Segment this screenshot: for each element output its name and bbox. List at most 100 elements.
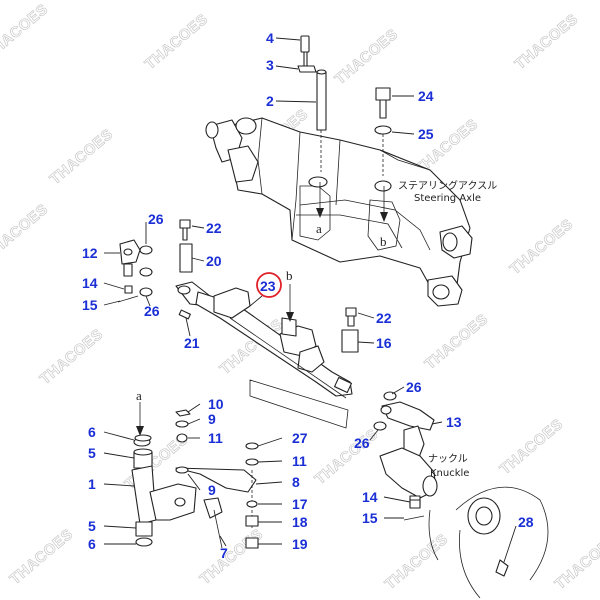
watermark: THACOES bbox=[382, 531, 452, 593]
steering-axle-jp-label: ステアリングアクスル bbox=[398, 179, 497, 192]
watermark: THACOES bbox=[197, 526, 267, 588]
callout-26-upper[interactable]: 26 bbox=[148, 211, 164, 227]
knuckle-assembly bbox=[379, 425, 549, 599]
washer-part-11b bbox=[245, 458, 259, 466]
joint-part-13 bbox=[381, 401, 435, 431]
callout-5-upper[interactable]: 5 bbox=[88, 445, 96, 461]
ref-letter-a-axle: a bbox=[316, 221, 322, 236]
pin-part-2 bbox=[316, 71, 327, 131]
pin-part-20 bbox=[179, 243, 193, 273]
watermark: THACOES bbox=[422, 311, 492, 373]
callout-25[interactable]: 25 bbox=[418, 126, 434, 142]
ref-letter-a-lower: a bbox=[136, 388, 142, 403]
bolt-part-28 bbox=[495, 559, 509, 577]
steering-axle: a b bbox=[205, 117, 473, 307]
right-joint-hardware bbox=[341, 307, 435, 431]
callout-28[interactable]: 28 bbox=[518, 514, 534, 530]
bolt-part-4 bbox=[300, 35, 310, 53]
washer-part-3 bbox=[297, 65, 317, 73]
callout-24[interactable]: 24 bbox=[418, 88, 434, 104]
callout-21[interactable]: 21 bbox=[184, 335, 200, 351]
callout-15-left[interactable]: 15 bbox=[82, 297, 98, 313]
washer-part-25 bbox=[374, 125, 392, 135]
left-joint-hardware bbox=[117, 219, 193, 320]
watermark: THACOES bbox=[552, 531, 600, 593]
callout-1[interactable]: 1 bbox=[88, 476, 96, 492]
nut-part-18 bbox=[245, 515, 259, 527]
top-hardware bbox=[297, 35, 392, 176]
nut-part-14b bbox=[409, 499, 421, 509]
callout-26-left[interactable]: 26 bbox=[144, 303, 160, 319]
ring-part-27 bbox=[245, 442, 259, 450]
watermark: THACOES bbox=[0, 1, 51, 63]
callout-23[interactable]: 23 bbox=[260, 278, 276, 294]
ring-part-6a bbox=[134, 434, 152, 442]
callout-9-upper[interactable]: 9 bbox=[208, 411, 216, 427]
bolt-part-22a bbox=[179, 219, 191, 229]
callout-7[interactable]: 7 bbox=[220, 545, 228, 561]
watermark: THACOES bbox=[37, 326, 107, 388]
ref-letter-b-cylinder: b bbox=[286, 268, 293, 283]
callout-27[interactable]: 27 bbox=[292, 430, 308, 446]
ring-part-10 bbox=[175, 409, 191, 417]
callout-26-lower[interactable]: 26 bbox=[354, 435, 370, 451]
bolt-part-22b bbox=[345, 307, 357, 317]
steering-cylinder-part-23 bbox=[175, 281, 353, 399]
steering-axle-en-label: Steering Axle bbox=[414, 193, 481, 204]
callout-14-right[interactable]: 14 bbox=[362, 489, 378, 505]
washer-part-17 bbox=[246, 500, 258, 508]
watermark: THACOES bbox=[47, 126, 117, 188]
watermark: THACOES bbox=[332, 26, 402, 88]
callout-3[interactable]: 3 bbox=[266, 57, 274, 73]
watermark: THACOES bbox=[7, 526, 77, 588]
callout-19[interactable]: 19 bbox=[292, 536, 308, 552]
callout-6-lower[interactable]: 6 bbox=[88, 536, 96, 552]
bolt-part-24 bbox=[375, 87, 391, 101]
watermark: THACOES bbox=[0, 201, 51, 263]
callout-13[interactable]: 13 bbox=[446, 414, 462, 430]
callout-5-lower[interactable]: 5 bbox=[88, 518, 96, 534]
callout-17[interactable]: 17 bbox=[292, 496, 308, 512]
pin-part-16 bbox=[341, 329, 359, 353]
callout-12[interactable]: 12 bbox=[82, 245, 98, 261]
ref-letter-b-axle: b bbox=[380, 234, 387, 249]
watermark: THACOES bbox=[512, 11, 582, 73]
washer-part-9a bbox=[175, 420, 189, 428]
lower-arm-hardware: a bbox=[131, 388, 259, 549]
callout-22-right[interactable]: 22 bbox=[376, 310, 392, 326]
highlight-circle-part-23 bbox=[256, 272, 282, 298]
callout-26-right[interactable]: 26 bbox=[406, 379, 422, 395]
callout-8[interactable]: 8 bbox=[292, 474, 300, 490]
callout-15-right[interactable]: 15 bbox=[362, 510, 378, 526]
callout-9-lower[interactable]: 9 bbox=[208, 482, 216, 498]
callout-6-upper[interactable]: 6 bbox=[88, 424, 96, 440]
callout-4[interactable]: 4 bbox=[266, 30, 274, 46]
watermark: THACOES bbox=[507, 216, 577, 278]
key-part-21 bbox=[178, 309, 191, 320]
callout-2[interactable]: 2 bbox=[266, 93, 274, 109]
callout-layer: 4 3 2 24 25 26 22 12 20 14 15 26 23 21 2… bbox=[82, 30, 534, 563]
callout-11-lower[interactable]: 11 bbox=[292, 453, 307, 469]
pin-part-19 bbox=[245, 537, 259, 549]
callout-18[interactable]: 18 bbox=[292, 514, 308, 530]
watermark: THACOES bbox=[312, 426, 382, 488]
callout-20[interactable]: 20 bbox=[206, 253, 222, 269]
callout-16[interactable]: 16 bbox=[376, 335, 392, 351]
callout-22-left[interactable]: 22 bbox=[206, 220, 222, 236]
watermark: THACOES bbox=[497, 416, 567, 478]
callout-14-left[interactable]: 14 bbox=[82, 275, 98, 291]
pin-part-15 bbox=[117, 295, 139, 303]
callout-11-upper[interactable]: 11 bbox=[208, 430, 223, 446]
washer-part-9b bbox=[175, 466, 189, 474]
nut-part-14 bbox=[124, 285, 133, 294]
watermark: THACOES bbox=[142, 11, 212, 73]
bushing-part-5b bbox=[135, 521, 153, 537]
knuckle-en-label: Knuckle bbox=[430, 468, 469, 479]
link-part-8 bbox=[175, 467, 257, 493]
callout-10[interactable]: 10 bbox=[208, 396, 224, 412]
ring-part-6b bbox=[135, 537, 153, 547]
knuckle-jp-label: ナックル bbox=[428, 453, 468, 465]
pin-part-15b bbox=[403, 515, 425, 521]
